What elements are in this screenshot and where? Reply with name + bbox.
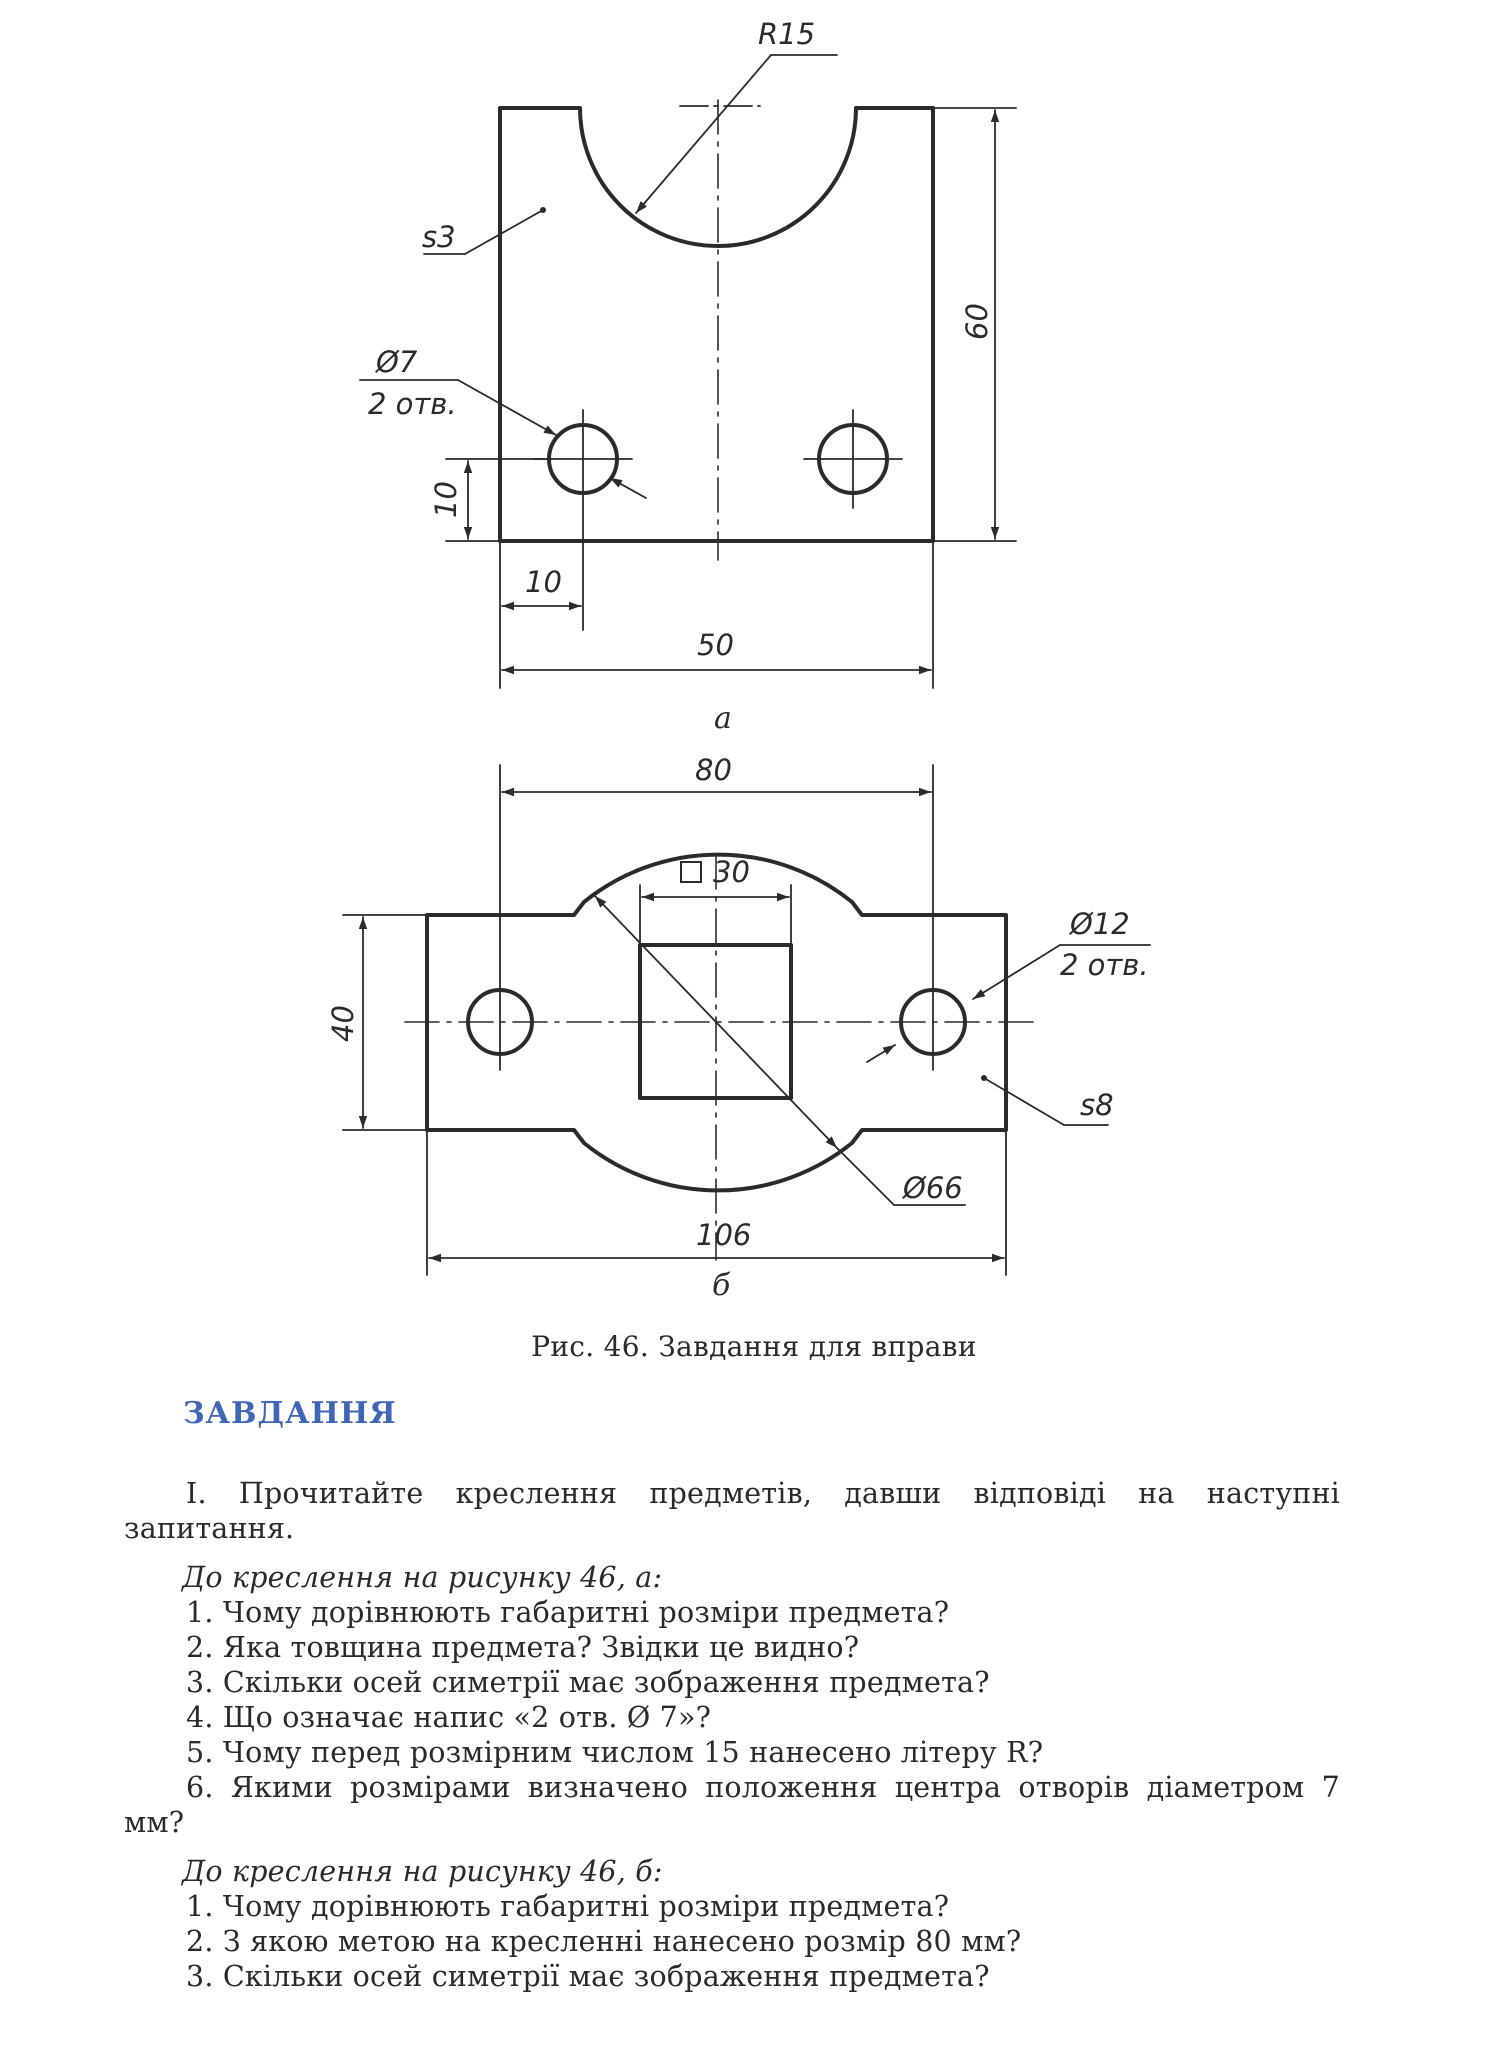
dim-s3: s3 xyxy=(422,220,456,254)
dim-10-vertical: 10 xyxy=(429,481,463,518)
dim-d12: Ø12 xyxy=(1069,907,1130,941)
square-symbol xyxy=(680,861,702,883)
dim-2holes-b: 2 отв. xyxy=(1060,948,1149,982)
intro-paragraph: І. Прочитайте креслення предметів, давши… xyxy=(124,1477,1340,1545)
dim-2holes-a: 2 отв. xyxy=(368,387,457,421)
section-heading: ЗАВДАННЯ xyxy=(183,1396,397,1431)
question-a-5: 5. Чому перед розмірним числом 15 нанесе… xyxy=(186,1736,1044,1769)
dim-106: 106 xyxy=(696,1218,751,1252)
dim-10-horizontal: 10 xyxy=(525,565,562,599)
question-b-1: 1. Чому дорівнюють габаритні розміри пре… xyxy=(186,1890,950,1923)
question-a-3: 3. Скільки осей симетрії має зображення … xyxy=(186,1666,990,1699)
figure-caption: Рис. 46. Завдання для вправи xyxy=(531,1330,977,1363)
dim-r15: R15 xyxy=(758,17,815,51)
figure-a: R15 s3 Ø7 2 отв. 60 10 10 50 а xyxy=(359,17,1017,736)
dim-s8: s8 xyxy=(1080,1088,1114,1122)
question-a-6: 6. Якими розмірами визначено положення ц… xyxy=(124,1771,1340,1839)
question-a-4: 4. Що означає напис «2 отв. Ø 7»? xyxy=(186,1701,712,1734)
figure-b: 80 30 Ø12 2 отв. 40 s8 Ø66 106 б xyxy=(326,753,1151,1303)
section-a-title: До креслення на рисунку 46, а: xyxy=(182,1561,663,1594)
dim-d66: Ø66 xyxy=(902,1171,963,1205)
section-b-title: До креслення на рисунку 46, б: xyxy=(182,1855,663,1888)
task-body: І. Прочитайте креслення предметів, давши… xyxy=(124,1476,1340,1994)
question-b-2: 2. З якою метою на кресленні нанесено ро… xyxy=(186,1925,1022,1958)
dim-square-30: 30 xyxy=(713,855,750,889)
dim-50: 50 xyxy=(697,628,734,662)
dim-80: 80 xyxy=(695,753,732,787)
dim-60: 60 xyxy=(960,303,994,340)
question-a-1: 1. Чому дорівнюють габаритні розміри пре… xyxy=(186,1596,950,1629)
plate-a-outline xyxy=(498,106,935,543)
question-b-3: 3. Скільки осей симетрії має зображення … xyxy=(186,1960,990,1993)
question-a-2: 2. Яка товщина предмета? Звідки це видно… xyxy=(186,1631,860,1664)
figure-b-label: б xyxy=(712,1268,731,1303)
figure-a-label: а xyxy=(714,701,732,736)
dim-40: 40 xyxy=(326,1005,360,1042)
dim-d7: Ø7 xyxy=(375,345,418,379)
technical-drawings: R15 s3 Ø7 2 отв. 60 10 10 50 а xyxy=(326,17,1151,1303)
